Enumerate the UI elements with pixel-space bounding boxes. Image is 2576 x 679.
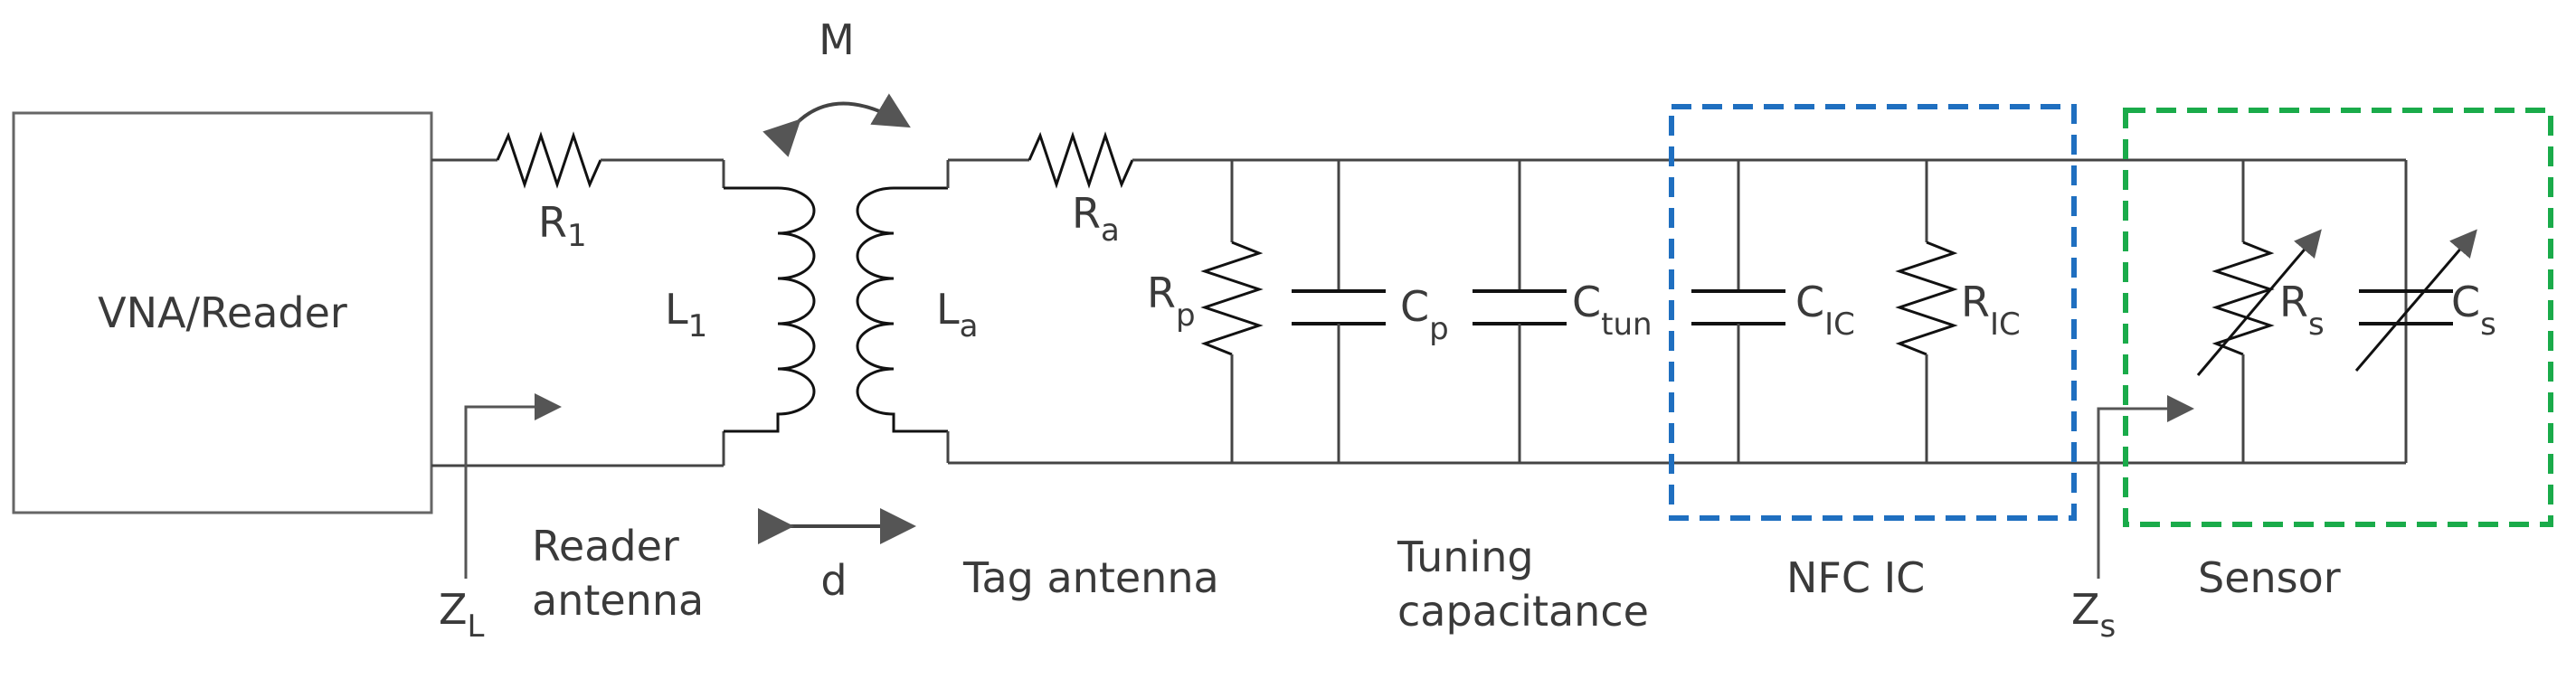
resistor-ric: [1895, 160, 1958, 463]
capacitor-cic: [1691, 160, 1785, 463]
distance-label: d: [820, 556, 847, 605]
capacitor-ctun: [1473, 160, 1567, 463]
label-zl: ZL: [439, 585, 485, 645]
label-l1: L1: [665, 285, 707, 344]
resistor-r1: [496, 131, 602, 189]
label-zs: Zs: [2071, 585, 2116, 645]
caption-tag-antenna: Tag antenna: [962, 553, 1219, 602]
mutual-inductance-label: M: [819, 15, 855, 64]
variable-capacitor-cs: [2354, 160, 2477, 372]
capacitor-cp: [1292, 160, 1386, 463]
label-cs: Cs: [2451, 278, 2496, 343]
label-ric: RIC: [1961, 278, 2021, 343]
label-r1: R1: [538, 198, 587, 254]
label-cp: Cp: [1400, 282, 1449, 347]
resistor-ra: [1028, 131, 1134, 189]
caption-tuning-line1: Tuning: [1397, 533, 1534, 581]
label-rp: Rp: [1147, 269, 1196, 334]
caption-sensor: Sensor: [2198, 553, 2341, 602]
label-ra: Ra: [1072, 189, 1120, 249]
resistor-rp: [1200, 160, 1264, 463]
inductor-la: [856, 186, 948, 433]
variable-resistor-rs: [2196, 160, 2322, 463]
sensor-box: [2123, 108, 2553, 527]
inductor-l1: [724, 186, 816, 433]
vna-reader-label: VNA/Reader: [98, 288, 347, 337]
zs-arrow: [2097, 395, 2194, 579]
label-ctun: Ctun: [1572, 278, 1653, 343]
caption-reader-antenna-line1: Reader: [532, 522, 679, 571]
caption-nfc-ic: NFC IC: [1786, 553, 1925, 602]
mutual-inductance-arrow: [762, 93, 911, 157]
label-la: La: [936, 285, 978, 344]
vna-reader-box: VNA/Reader: [12, 111, 433, 514]
label-cic: CIC: [1795, 278, 1855, 343]
caption-reader-antenna-line2: antenna: [532, 576, 704, 625]
reader-wiring: [431, 131, 725, 467]
nfc-ic-box: [1669, 104, 2077, 521]
caption-tuning-line2: capacitance: [1397, 587, 1649, 636]
label-rs: Rs: [2279, 278, 2325, 343]
zl-arrow: [464, 393, 562, 579]
